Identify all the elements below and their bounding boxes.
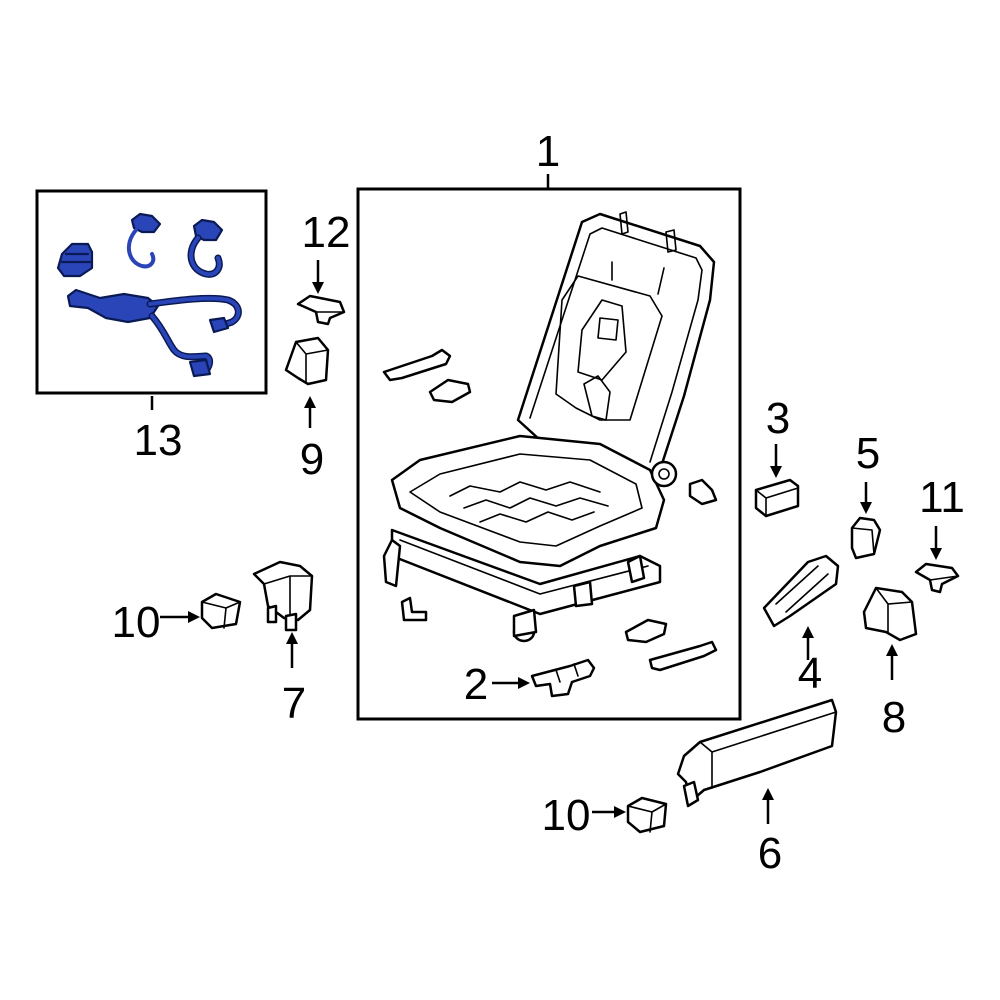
frame-bracket-right <box>624 618 668 644</box>
part-10-left[interactable] <box>200 592 242 630</box>
frame-rod-right <box>648 640 718 672</box>
part-12[interactable] <box>296 294 346 326</box>
harness-connector-block <box>56 242 94 278</box>
callout-8: 8 <box>882 693 906 742</box>
part-8[interactable] <box>862 586 918 642</box>
part-13-box <box>35 189 268 395</box>
part-6[interactable] <box>676 698 838 808</box>
part-9[interactable] <box>284 336 330 386</box>
harness-end-connector-2 <box>188 358 212 378</box>
part-2[interactable] <box>530 658 596 698</box>
frame-clip-lower <box>400 596 428 622</box>
wiring-harness-part-13[interactable] <box>56 212 242 378</box>
callout-7: 7 <box>282 679 306 728</box>
callout-12: 12 <box>302 208 351 257</box>
part-10-bottom[interactable] <box>626 796 668 834</box>
callout-2: 2 <box>464 660 488 709</box>
callout-1: 1 <box>536 127 560 176</box>
callout-5: 5 <box>856 429 880 478</box>
callout-10-bottom: 10 <box>542 791 591 840</box>
part-11[interactable] <box>914 562 960 594</box>
part-5[interactable] <box>850 516 882 560</box>
part-13-inset[interactable] <box>35 189 268 395</box>
part-7[interactable] <box>252 560 314 632</box>
harness-end-connector-1 <box>208 316 230 334</box>
callout-9: 9 <box>300 435 324 484</box>
part-3[interactable] <box>754 478 800 518</box>
frame-small-bracket <box>688 478 718 506</box>
callout-13: 13 <box>134 416 183 465</box>
harness-main-loom <box>66 288 160 324</box>
callout-4: 4 <box>798 649 822 698</box>
callout-6: 6 <box>758 829 782 878</box>
frame-bracket-left <box>428 378 472 404</box>
callout-10-left: 10 <box>112 598 161 647</box>
callout-3: 3 <box>766 394 790 443</box>
frame-rod-left <box>382 348 452 382</box>
callout-11: 11 <box>919 473 965 522</box>
part-4[interactable] <box>762 554 840 628</box>
seat-frame-part-1[interactable] <box>382 211 718 672</box>
